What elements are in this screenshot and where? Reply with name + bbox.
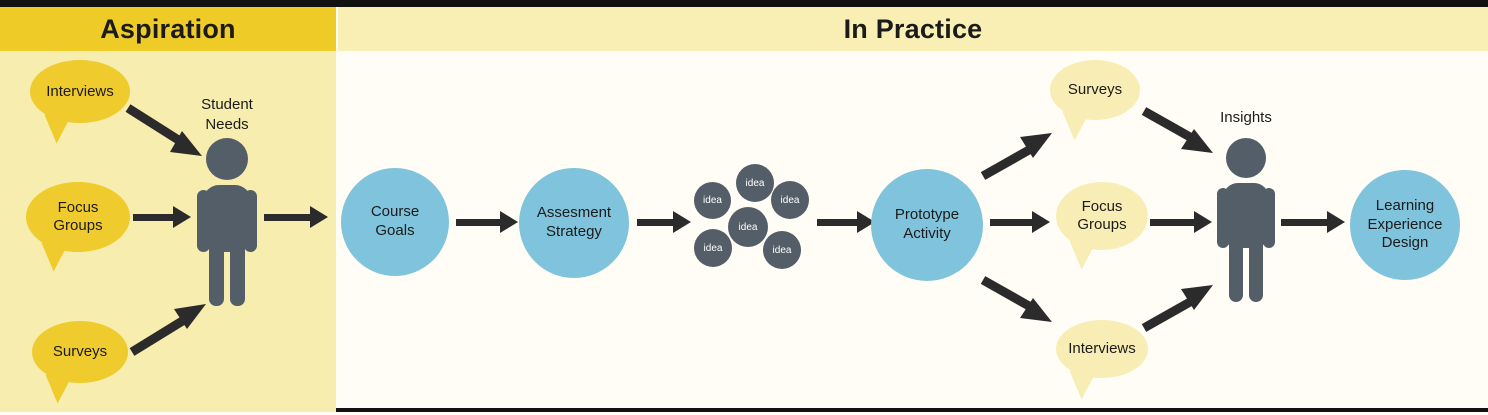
idea-label: idea	[745, 177, 765, 189]
arrow-head-icon	[1194, 211, 1212, 233]
arrow-shaft	[133, 214, 175, 221]
arrow-prototype-to-interviews	[980, 276, 1052, 322]
node-label: Learning Experience Design	[1367, 197, 1442, 253]
node-label-line3: Design	[1381, 234, 1429, 252]
arrow-head-icon	[1327, 211, 1345, 233]
node-learning-experience-design: Learning Experience Design	[1350, 170, 1460, 280]
bubble-label-line2: Groups	[1077, 216, 1127, 233]
arrow-surveys-to-student	[129, 304, 206, 356]
bubble-label-line1: Focus	[57, 199, 99, 217]
arrow-assessment-to-ideas	[637, 211, 693, 233]
aspiration-header-band	[0, 7, 336, 51]
arrow-ideas-to-prototype	[817, 211, 877, 233]
student-needs-line1: Student	[201, 96, 253, 113]
node-label-line2: Experience	[1367, 215, 1443, 233]
bubble-surveys-practice: Surveys	[1050, 60, 1140, 142]
bubble-tail-icon	[44, 111, 77, 145]
arrow-focus-groups-to-student	[133, 206, 191, 228]
arrow-head-icon	[1032, 211, 1050, 233]
node-label-line2: Strategy	[546, 223, 602, 240]
top-black-bar	[0, 0, 1488, 7]
arrow-student-to-practice	[264, 206, 328, 228]
arrow-head-icon	[310, 206, 328, 228]
arrow-shaft	[456, 219, 502, 226]
arrow-shaft	[1150, 219, 1196, 226]
arrow-shaft	[990, 219, 1034, 226]
aspiration-title: Aspiration	[100, 13, 236, 44]
idea-bubble: idea	[763, 231, 801, 269]
bubble-tail-icon	[1069, 367, 1102, 401]
node-prototype-activity: Prototype Activity	[871, 169, 983, 281]
arrow-prototype-to-surveys	[980, 133, 1052, 180]
idea-label: idea	[738, 221, 758, 233]
idea-bubble: idea	[728, 207, 768, 247]
idea-bubble: idea	[736, 164, 774, 202]
bubble-tail-icon	[45, 371, 78, 405]
node-assessment-strategy: Assesment Strategy	[519, 168, 629, 278]
arrow-head-icon	[500, 211, 518, 233]
arrow-head-icon	[673, 211, 691, 233]
arrow-shaft	[1281, 219, 1329, 226]
arrow-shaft	[637, 219, 675, 226]
bubble-label: Interviews	[1068, 340, 1136, 358]
bubble-label: Surveys	[52, 343, 108, 361]
bubble-focus-groups-practice: Focus Groups	[1056, 182, 1148, 271]
insights-figure	[1217, 138, 1275, 302]
insights-label: Insights	[1220, 109, 1272, 126]
node-label-line2: Activity	[903, 225, 951, 242]
bubble-interviews-aspiration: Interviews	[30, 60, 130, 145]
arrow-surveys-to-insights	[1141, 107, 1213, 153]
student-needs-figure	[197, 138, 257, 306]
idea-label: idea	[772, 244, 792, 256]
node-label-line1: Prototype	[894, 206, 960, 224]
node-label-line1: Course	[370, 203, 420, 221]
bubble-label-line1: Focus	[1081, 198, 1123, 216]
arrow-head-icon	[173, 206, 191, 228]
student-needs-line2: Needs	[205, 115, 249, 133]
node-label: Assesment Strategy	[537, 204, 611, 242]
node-course-goals: Course Goals	[341, 168, 449, 276]
idea-label: idea	[703, 242, 723, 254]
arrow-course-goals-to-assessment	[456, 211, 520, 233]
bubble-label: Surveys	[1067, 81, 1123, 99]
idea-bubble: idea	[771, 181, 809, 219]
bubble-label-wrap: Focus Groups	[1071, 198, 1132, 233]
idea-label: idea	[780, 194, 800, 206]
node-label-line1: Assesment	[536, 204, 612, 222]
in-practice-header-band	[338, 7, 1488, 51]
bubble-focus-groups-aspiration: Focus Groups	[26, 182, 130, 273]
node-label-line2: Goals	[375, 222, 415, 239]
arrow-focus-groups-to-insights	[1150, 211, 1214, 233]
idea-bubble: idea	[694, 182, 731, 219]
bubble-label-line2: Groups	[53, 217, 103, 234]
bubble-interviews-practice: Interviews	[1056, 320, 1148, 401]
arrow-shaft	[817, 219, 859, 226]
bubble-label-wrap: Focus Groups	[47, 199, 108, 234]
node-label: Prototype Activity	[895, 206, 959, 244]
node-label-line1: Learning	[1375, 196, 1435, 214]
bottom-black-bar	[336, 408, 1488, 412]
bubble-surveys-aspiration: Surveys	[32, 321, 128, 405]
bubble-tail-icon	[1062, 108, 1095, 142]
bubble-tail-icon	[1069, 237, 1102, 271]
bubble-label: Interviews	[46, 82, 114, 100]
arrow-interviews-to-student	[125, 104, 202, 156]
bubble-tail-icon	[41, 239, 74, 273]
student-needs-label: Student Needs	[168, 95, 286, 134]
node-label: Course Goals	[371, 203, 419, 241]
arrow-interviews-to-insights	[1141, 285, 1213, 332]
arrow-head-icon	[857, 211, 875, 233]
idea-label: idea	[703, 195, 722, 206]
arrow-shaft	[264, 214, 312, 221]
arrow-prototype-to-focus-groups	[990, 211, 1052, 233]
idea-bubble: idea	[694, 229, 732, 267]
in-practice-title: In Practice	[843, 13, 983, 44]
arrow-insights-to-led	[1281, 211, 1347, 233]
